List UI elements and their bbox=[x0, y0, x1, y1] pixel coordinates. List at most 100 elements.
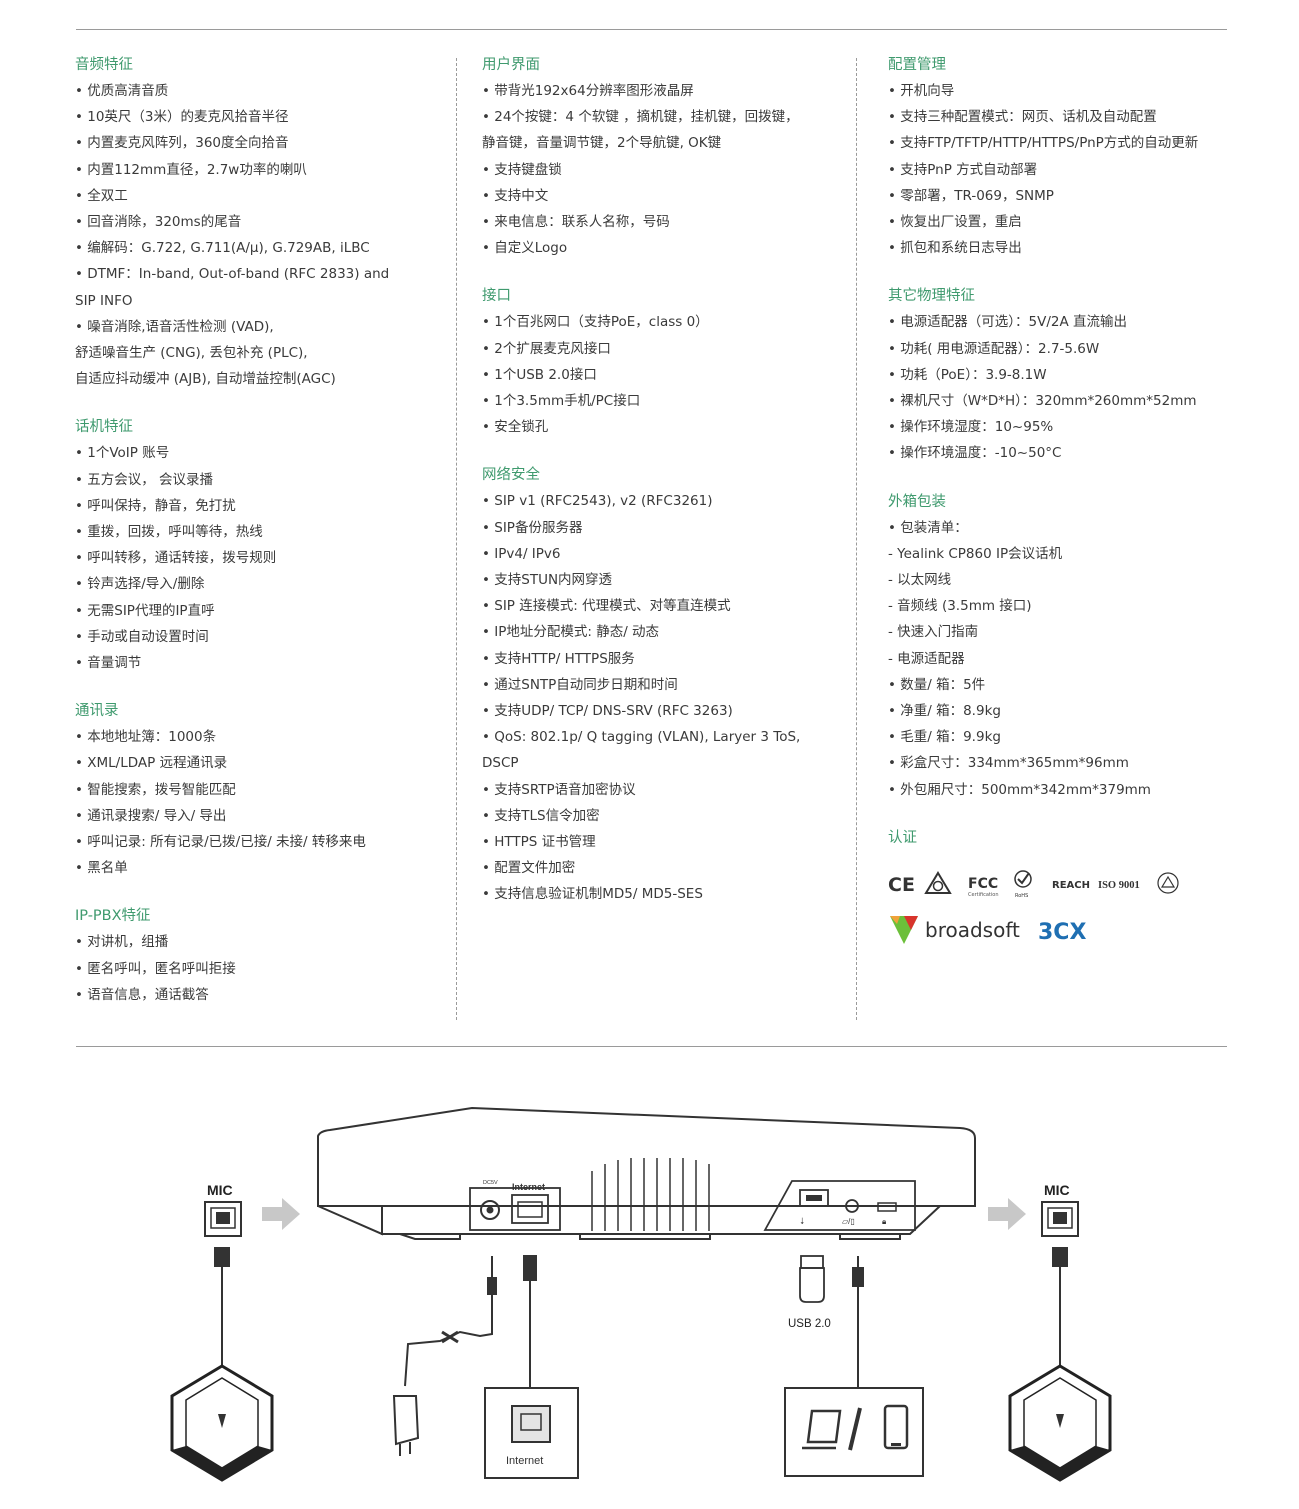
list-item: • 包装清单： bbox=[888, 519, 968, 536]
list-item: - 以太网线 bbox=[888, 572, 952, 589]
rohs-check-icon bbox=[1014, 870, 1032, 888]
port-panel-right: ⭣ ▱/▯ 🔒︎ bbox=[763, 1180, 916, 1231]
item-list: • 对讲机，组播 • 匿名呼叫，匿名呼叫拒接 • 语音信息，通话截答 bbox=[75, 929, 435, 1008]
list-item: • 全双工 bbox=[75, 187, 128, 204]
list-item: • 支持三种配置模式：网页、话机及自动配置 bbox=[888, 109, 1157, 126]
list-item: • 数量/ 箱：5件 bbox=[888, 676, 986, 693]
list-item: • 抓包和系统日志导出 bbox=[888, 240, 1022, 257]
list-item: • 对讲机，组播 bbox=[75, 934, 169, 951]
list-item: • SIP 连接模式: 代理模式、对等直连模式 bbox=[482, 598, 731, 615]
list-item: • HTTPS 证书管理 bbox=[482, 834, 596, 851]
list-item: • 来电信息：联系人名称，号码 bbox=[482, 214, 670, 231]
list-item: • 自定义Logo bbox=[482, 240, 568, 257]
audio-cable bbox=[852, 1256, 864, 1388]
list-item: • IP地址分配模式: 静态/ 动态 bbox=[482, 624, 660, 641]
broadsoft-logo-icon bbox=[890, 916, 918, 944]
list-item: • 10英尺（3米）的麦克风拾音半径 bbox=[75, 109, 289, 126]
list-item: • 支持中文 bbox=[482, 187, 549, 204]
list-item: • SIP备份服务器 bbox=[482, 519, 583, 536]
mic-left-label: MIC bbox=[207, 1182, 233, 1198]
item-list: • 1个VoIP 账号 • 五方会议， 会议录播 • 呼叫保持，静音，免打扰 •… bbox=[75, 440, 435, 676]
list-item: 静音键，音量调节键，2个导航键, OK键 bbox=[482, 135, 722, 152]
port-internet-label: Internet bbox=[512, 1182, 545, 1192]
section-title: 其它物理特征 bbox=[888, 288, 975, 305]
section-title: 用户界面 bbox=[482, 57, 540, 73]
list-item: • 语音信息，通话截答 bbox=[75, 986, 209, 1003]
list-item: • SIP v1 (RFC2543), v2 (RFC3261) bbox=[482, 493, 713, 510]
fcc-mark: FCC bbox=[968, 876, 998, 892]
list-item: • 操作环境湿度：10~95% bbox=[888, 419, 1054, 436]
list-item: • 手动或自动设置时间 bbox=[75, 628, 209, 645]
list-item: • 支持STUN内网穿透 bbox=[482, 572, 613, 589]
list-item: SIP INFO bbox=[75, 292, 133, 309]
spec-column-3: 配置管理 • 开机向导 • 支持三种配置模式：网页、话机及自动配置 • 支持FT… bbox=[888, 52, 1233, 873]
list-item: • 支持PnP 方式自动部署 bbox=[888, 161, 1038, 178]
port-panel-left: DC5V Internet bbox=[469, 1180, 561, 1231]
list-item: • 裸机尺寸（W*D*H）：320mm*260mm*52mm bbox=[888, 393, 1197, 410]
list-item: • 支持TLS信令加密 bbox=[482, 807, 600, 824]
mic-port-left: MIC bbox=[204, 1182, 242, 1237]
list-item: • 通讯录搜索/ 导入/ 导出 bbox=[75, 807, 227, 824]
section-phone-features: 话机特征 • 1个VoIP 账号 • 五方会议， 会议录播 • 呼叫保持，静音，… bbox=[75, 414, 435, 676]
power-adapter-icon bbox=[392, 1256, 497, 1456]
usb-drive-icon bbox=[799, 1255, 825, 1303]
list-item: • QoS: 802.1p/ Q tagging (VLAN), Laryer … bbox=[482, 729, 801, 746]
list-item: • 1个USB 2.0接口 bbox=[482, 366, 597, 383]
list-item: • 功耗( 用电源适配器）：2.7-5.6W bbox=[888, 340, 1100, 357]
item-list: • 开机向导 • 支持三种配置模式：网页、话机及自动配置 • 支持FTP/TFT… bbox=[888, 78, 1233, 261]
list-item: • 安全锁孔 bbox=[482, 419, 549, 436]
list-item: • 1个VoIP 账号 bbox=[75, 445, 170, 462]
list-item: • 支持信息验证机制MD5/ MD5-SES bbox=[482, 886, 703, 903]
lock-symbol-icon: 🔒︎ bbox=[882, 1217, 886, 1226]
list-item: • 呼叫保持，静音，免打扰 bbox=[75, 497, 236, 514]
partner-logos: broadsoft 3CX bbox=[888, 910, 1128, 950]
ce-mark: CE bbox=[888, 874, 915, 896]
item-list: • 优质高清音质 • 10英尺（3米）的麦克风拾音半径 • 内置麦克风阵列，36… bbox=[75, 78, 435, 392]
list-item: • 零部署，TR-069，SNMP bbox=[888, 187, 1054, 204]
arrow-left-icon bbox=[262, 1198, 300, 1230]
list-item: • 智能搜索，拨号智能匹配 bbox=[75, 781, 236, 798]
bottom-divider bbox=[76, 1046, 1227, 1047]
list-item: • 彩盒尺寸：334mm*365mm*96mm bbox=[888, 755, 1129, 772]
section-title: 配置管理 bbox=[888, 57, 946, 73]
internet-outlet-label: Internet bbox=[506, 1455, 543, 1467]
list-item: • 操作环境温度：-10~50°C bbox=[888, 445, 1062, 462]
list-item: DSCP bbox=[482, 755, 519, 772]
laptop-icon bbox=[802, 1409, 842, 1450]
internet-outlet: Internet bbox=[484, 1387, 579, 1479]
list-item: • 24个按键：4 个软键 ，摘机键，挂机键，回拨键， bbox=[482, 109, 799, 126]
list-item: • 支持HTTP/ HTTPS服务 bbox=[482, 650, 635, 667]
rohs-mark: RoHS bbox=[1015, 893, 1028, 899]
connection-diagram-svg: DC5V Internet ⭣ ▱/▯ 🔒︎ MIC bbox=[170, 1106, 1112, 1482]
section-directory: 通讯录 • 本地地址簿：1000条 • XML/LDAP 远程通讯录 • 智能搜… bbox=[75, 698, 435, 881]
certification-logos: CE FCC Certification RoHS REACH ISO 9001 bbox=[888, 866, 1208, 900]
section-interfaces: 接口 • 1个百兆网口（支持PoE，class 0） • 2个扩展麦克风接口 •… bbox=[482, 283, 842, 440]
internet-cable bbox=[523, 1255, 537, 1388]
list-item: • 噪音消除,语音活性检测 (VAD), bbox=[75, 318, 274, 335]
section-certification: 认证 bbox=[888, 825, 1233, 851]
list-item: • 呼叫转移，通话转接，拨号规则 bbox=[75, 550, 277, 567]
section-physical: 其它物理特征 • 电源适配器（可选）：5V/2A 直流输出 • 功耗( 用电源适… bbox=[888, 283, 1233, 466]
list-item: • 无需SIP代理的IP直呼 bbox=[75, 602, 215, 619]
list-item: • 内置麦克风阵列，360度全向拾音 bbox=[75, 135, 289, 152]
section-audio: 音频特征 • 优质高清音质 • 10英尺（3米）的麦克风拾音半径 • 内置麦克风… bbox=[75, 52, 435, 392]
list-item: • 配置文件加密 bbox=[482, 860, 576, 877]
expansion-mic-right-icon bbox=[1008, 1364, 1112, 1482]
list-item: • 电源适配器（可选）：5V/2A 直流输出 bbox=[888, 314, 1127, 331]
section-title: 音频特征 bbox=[75, 57, 133, 73]
list-item: • IPv4/ IPv6 bbox=[482, 545, 561, 562]
pc-phone-symbol-icon: ▱/▯ bbox=[842, 1217, 855, 1226]
mic-port-right: MIC bbox=[1041, 1182, 1079, 1237]
list-item: • 恢复出厂设置，重启 bbox=[888, 214, 1022, 231]
list-item: • 重拨，回拨，呼叫等待，热线 bbox=[75, 524, 263, 541]
list-item: - 音频线 (3.5mm 接口) bbox=[888, 598, 1032, 615]
list-item: 自适应抖动缓冲 (AJB), 自动增益控制(AGC) bbox=[75, 371, 336, 388]
section-title: 认证 bbox=[888, 829, 917, 846]
list-item: • 1个3.5mm手机/PC接口 bbox=[482, 393, 641, 410]
mic-right-label: MIC bbox=[1044, 1182, 1070, 1198]
list-item: • 功耗（PoE）：3.9-8.1W bbox=[888, 366, 1047, 383]
list-item: • 五方会议， 会议录播 bbox=[75, 471, 214, 488]
list-item: • 带背光192x64分辨率图形液晶屏 bbox=[482, 83, 694, 99]
list-item: • 净重/ 箱：8.9kg bbox=[888, 703, 1001, 720]
list-item: • 本地地址簿：1000条 bbox=[75, 729, 217, 746]
